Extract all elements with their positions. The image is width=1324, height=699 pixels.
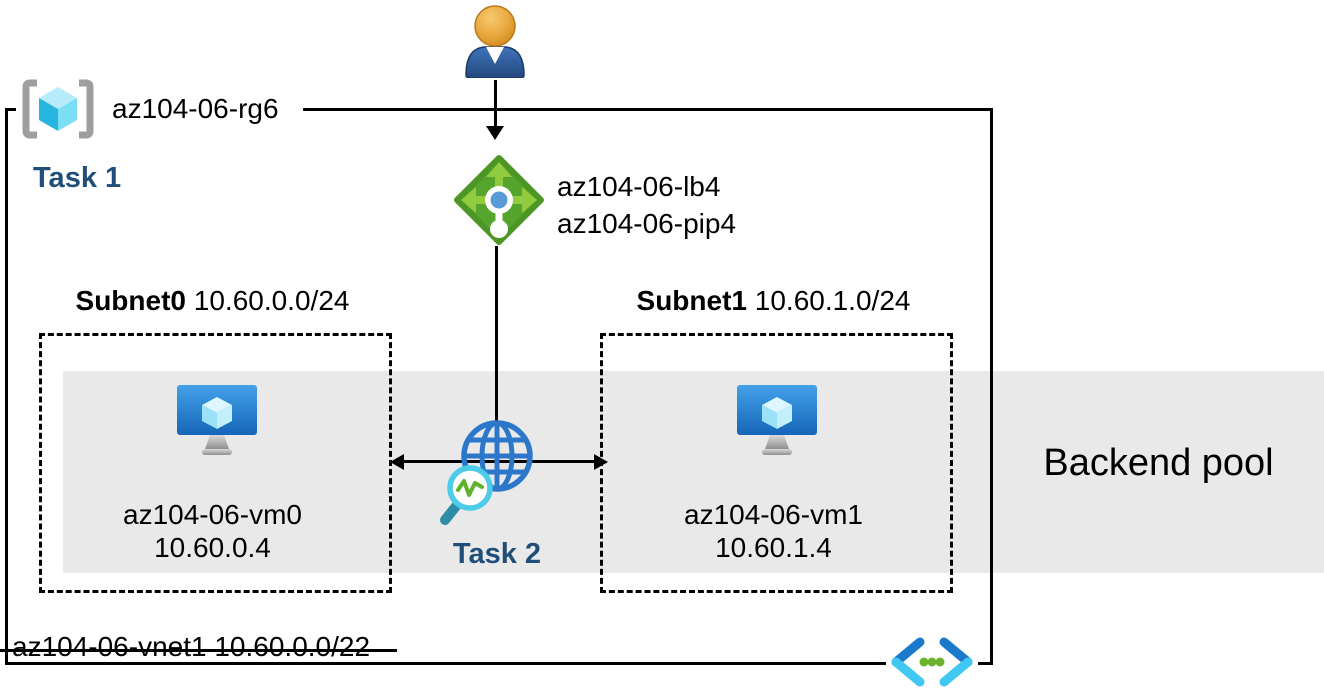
resource-group-cube-brackets-icon <box>22 79 94 139</box>
rg-box-border-left <box>5 108 8 665</box>
task1-label: Task 1 <box>33 162 122 194</box>
vm-monitor-cube-icon <box>737 385 817 455</box>
subnet0-name: Subnet0 <box>75 285 186 316</box>
subnet1-cidr: 10.60.1.0/24 <box>754 285 911 316</box>
subnet1-label: Subnet1 10.60.1.0/24 <box>600 284 947 318</box>
vnet-name: az104-06-vnet1 <box>12 631 207 662</box>
vm1-caption: az104-06-vm1 10.60.1.4 <box>600 498 947 564</box>
lb-to-watcher-line <box>495 246 498 431</box>
user-to-lb-line <box>494 80 497 126</box>
task2-label: Task 2 <box>452 538 542 570</box>
load-balancer-name: az104-06-lb4 <box>557 171 721 202</box>
vnet-chevrons-dots-icon <box>886 634 978 690</box>
person-icon <box>465 5 525 78</box>
public-ip-name: az104-06-pip4 <box>557 208 737 239</box>
vnet-label-line <box>0 649 397 652</box>
vm-monitor-cube-icon <box>177 385 257 455</box>
rg-box-border-top <box>303 108 993 111</box>
backend-pool-band <box>63 371 1324 573</box>
subnet0-cidr: 10.60.0.0/24 <box>193 285 350 316</box>
subnet1-name: Subnet1 <box>636 285 747 316</box>
globe-magnifier-icon <box>440 420 533 525</box>
rg-box-border-bottom <box>5 662 993 665</box>
rg-box-border-right <box>990 108 993 665</box>
vnet-cidr: 10.60.0.0/22 <box>214 631 371 662</box>
user-to-lb-arrowhead <box>486 126 504 140</box>
vm1-name: az104-06-vm1 <box>684 499 863 530</box>
double-arrow-right-head <box>594 454 608 470</box>
resource-group-header: az104-06-rg6 <box>16 79 291 139</box>
rg-box-border-top-left-seg <box>5 108 25 111</box>
double-arrow-left-head <box>390 454 404 470</box>
subnet0-label: Subnet0 10.60.0.0/24 <box>39 284 386 318</box>
load-balancer-diamond-icon <box>454 155 544 245</box>
load-balancer-labels: az104-06-lb4 az104-06-pip4 <box>557 168 736 242</box>
resource-group-name: az104-06-rg6 <box>112 93 279 124</box>
vm0-caption: az104-06-vm0 10.60.0.4 <box>39 498 386 564</box>
backend-pool-label: Backend pool <box>1043 442 1274 484</box>
vnet-label: az104-06-vnet1 10.60.0.0/22 <box>12 630 370 664</box>
vm0-ip: 10.60.0.4 <box>154 532 271 563</box>
vm0-name: az104-06-vm0 <box>123 499 302 530</box>
vm1-ip: 10.60.1.4 <box>715 532 832 563</box>
